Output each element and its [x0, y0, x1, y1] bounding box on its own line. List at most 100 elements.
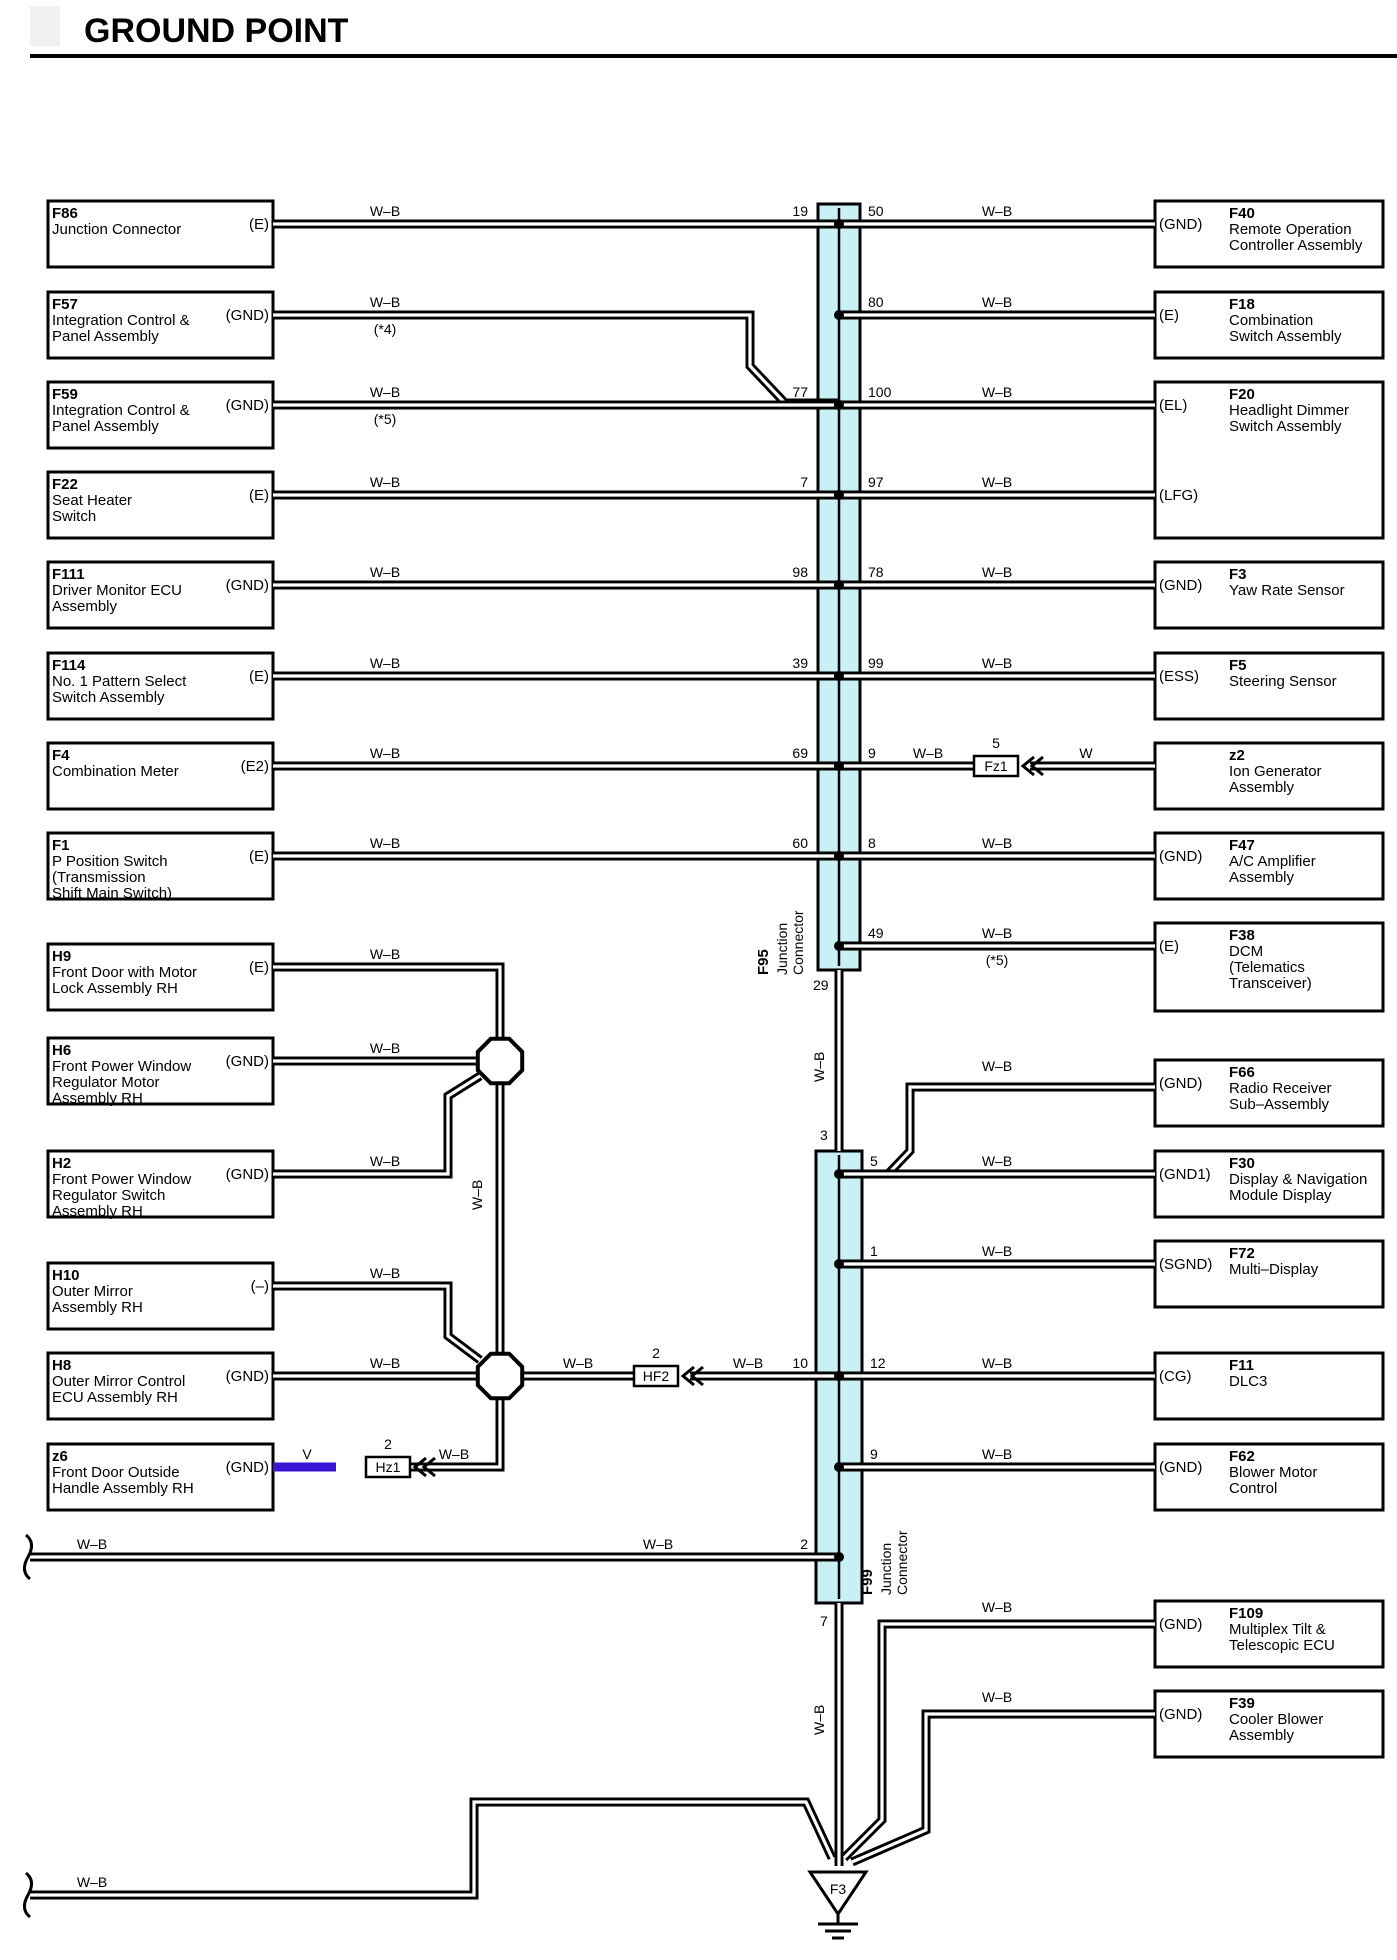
pin-number: 29: [813, 977, 829, 993]
component-box-h8[interactable]: [46, 1351, 275, 1421]
component-box-h6[interactable]: [46, 1036, 275, 1106]
component-code: F5: [1229, 657, 1247, 674]
terminal-label: (E2): [241, 758, 269, 775]
component-box-f47[interactable]: [1153, 831, 1385, 901]
component-code: F20: [1229, 386, 1255, 403]
connector-chevron: [1029, 755, 1044, 777]
component-name-line: Assembly RH: [52, 1090, 143, 1107]
pin-number: 9: [868, 745, 876, 761]
component-name-line: Regulator Motor: [52, 1074, 160, 1091]
pin-number: 50: [868, 203, 884, 219]
wire-color-label: W–B: [77, 1874, 107, 1890]
component-box-f66[interactable]: [1153, 1058, 1385, 1128]
component-box-z6[interactable]: [46, 1442, 275, 1512]
component-code: F72: [1229, 1245, 1255, 1262]
pin-number: 10: [792, 1355, 808, 1371]
inline-connector-fz1[interactable]: [972, 754, 1020, 778]
inline-connector-hz1[interactable]: [364, 1455, 412, 1479]
wire-color-label: W–B: [811, 1052, 827, 1082]
connector-chevron: [412, 1456, 427, 1478]
component-box-f18[interactable]: [1153, 290, 1385, 360]
title-rule: [30, 54, 1397, 58]
terminal-label: (–): [251, 1278, 269, 1295]
component-name-line: Radio Receiver: [1229, 1080, 1332, 1097]
junction-dot: [834, 310, 844, 320]
component-name-line: Sub–Assembly: [1229, 1096, 1330, 1113]
component-box-f109[interactable]: [1153, 1599, 1385, 1669]
component-box-f38[interactable]: [1153, 921, 1385, 1013]
component-box-f5[interactable]: [1153, 651, 1385, 721]
component-code: F3: [1229, 566, 1247, 583]
component-code: F22: [52, 476, 78, 493]
terminal-label: (E): [1159, 307, 1179, 324]
component-code: F30: [1229, 1155, 1255, 1172]
component-box-f11[interactable]: [1153, 1351, 1385, 1421]
component-box-f3[interactable]: [1153, 560, 1385, 630]
component-code: z2: [1229, 747, 1245, 764]
junction-dot: [834, 219, 844, 229]
component-name-line: Junction Connector: [52, 221, 181, 238]
component-box-h10[interactable]: [46, 1261, 275, 1331]
component-box-f22[interactable]: [46, 470, 275, 540]
component-box-f1[interactable]: [46, 831, 275, 901]
wire-color-label: W–B: [370, 564, 400, 580]
component-box-f39[interactable]: [1153, 1689, 1385, 1759]
component-box-f20[interactable]: [1153, 380, 1385, 540]
terminal-label: (GND): [226, 577, 269, 594]
component-box-f4[interactable]: [46, 741, 275, 811]
component-code: F66: [1229, 1064, 1255, 1081]
junction-label: Connector: [790, 910, 806, 975]
splice-point: [475, 1351, 525, 1401]
wire-color-label: W: [1079, 745, 1093, 761]
component-name-line: Multi–Display: [1229, 1261, 1319, 1278]
component-box-f114[interactable]: [46, 651, 275, 721]
junction-label: Junction: [774, 923, 790, 975]
component-box-f40[interactable]: [1153, 199, 1385, 269]
component-name-line: Regulator Switch: [52, 1187, 165, 1204]
wire-color-label: W–B: [733, 1355, 763, 1371]
junction-dot: [834, 761, 844, 771]
component-box-f72[interactable]: [1153, 1239, 1385, 1309]
pin-number: 5: [870, 1153, 878, 1169]
component-name-line: Display & Navigation: [1229, 1171, 1367, 1188]
inline-connector-hf2[interactable]: [632, 1364, 680, 1388]
wire-hz1-right: [410, 1376, 505, 1472]
junction-dot: [834, 1371, 844, 1381]
component-code: z6: [52, 1448, 68, 1465]
wire-color-label: W–B: [469, 1180, 485, 1210]
component-box-f30[interactable]: [1153, 1149, 1385, 1219]
inline-connector-code: Hz1: [376, 1459, 401, 1475]
pin-number: 9: [870, 1446, 878, 1462]
wire-color-label: W–B: [982, 1153, 1012, 1169]
pin-number: 69: [792, 745, 808, 761]
pin-number: 7: [820, 1613, 828, 1629]
component-box-h2[interactable]: [46, 1149, 275, 1219]
component-box-f86[interactable]: [46, 199, 275, 269]
pin-number: 77: [792, 384, 808, 400]
component-box-f59[interactable]: [46, 380, 275, 450]
ground-symbol-f3: [807, 1870, 869, 1917]
wire-color-label: W–B: [982, 1446, 1012, 1462]
terminal-label: (GND): [1159, 1616, 1202, 1633]
terminal-label: (GND): [1159, 1706, 1202, 1723]
pin-number: 2: [800, 1536, 808, 1552]
component-code: F47: [1229, 837, 1255, 854]
terminal-label: (E): [1159, 938, 1179, 955]
component-box-f111[interactable]: [46, 560, 275, 630]
terminal-label: (E): [249, 487, 269, 504]
component-name-line: Shift Main Switch): [52, 885, 172, 902]
component-box-f57[interactable]: [46, 290, 275, 360]
title-tab-mark: [30, 6, 60, 46]
component-box-f62[interactable]: [1153, 1442, 1385, 1512]
wire-color-label: W–B: [370, 474, 400, 490]
terminal-label: (CG): [1159, 1368, 1192, 1385]
component-code: H8: [52, 1357, 71, 1374]
component-box-z2[interactable]: [1153, 741, 1385, 811]
junction-dot: [834, 1259, 844, 1269]
component-box-h9[interactable]: [46, 942, 275, 1012]
junction-dot: [834, 400, 844, 410]
component-name-line: Ion Generator: [1229, 763, 1322, 780]
connector-chevron: [680, 1365, 695, 1387]
inline-connector-code: Fz1: [984, 758, 1008, 774]
wire-color-label: W–B: [982, 384, 1012, 400]
